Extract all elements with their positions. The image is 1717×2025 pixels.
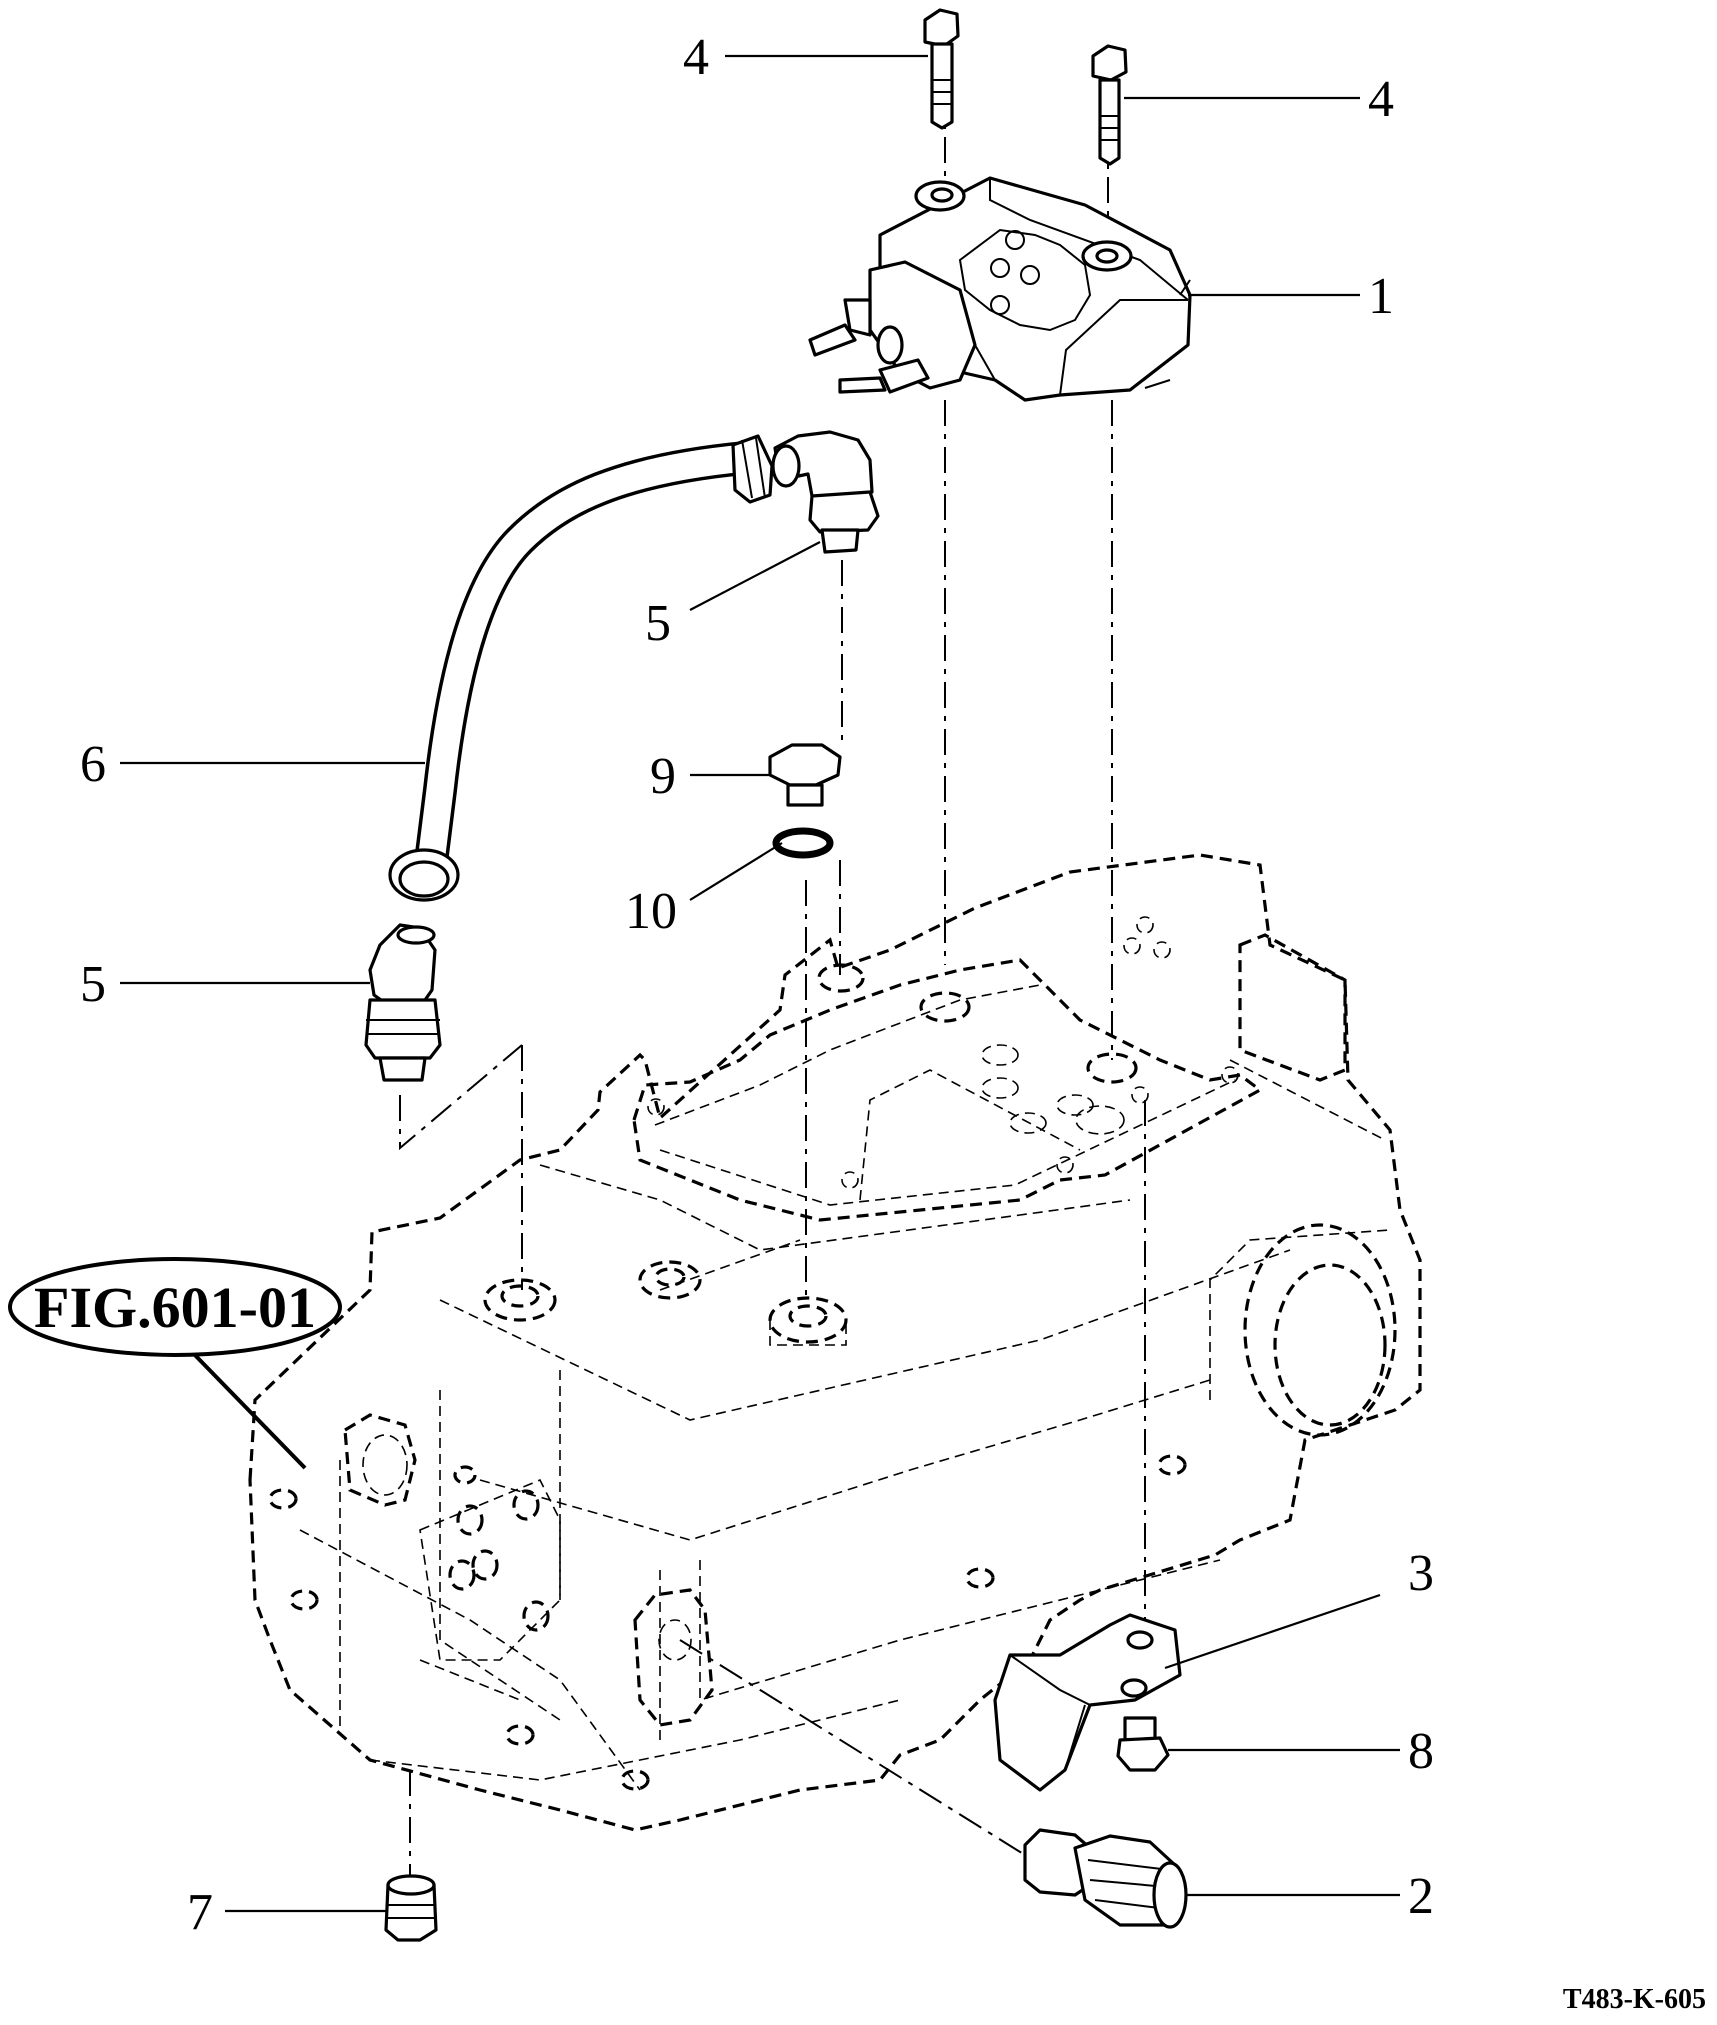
hydraulic-tube [388, 434, 774, 902]
sensor [1023, 1828, 1188, 1929]
callout-4-left: 4 [683, 29, 709, 86]
housing-phantom [248, 853, 1422, 1832]
callout-7: 7 [187, 1884, 213, 1941]
callout-5-lower: 5 [80, 956, 106, 1013]
callout-4-right: 4 [1368, 71, 1394, 128]
bolts [923, 8, 1128, 166]
callout-3: 3 [1408, 1545, 1434, 1602]
assembly-lines [399, 90, 1146, 1880]
elbow-fitting-upper [771, 430, 880, 554]
callout-9: 9 [650, 748, 676, 805]
callout-10: 10 [625, 883, 677, 940]
callout-8: 8 [1408, 1723, 1434, 1780]
drain-plug [384, 1874, 438, 1942]
control-valve [808, 176, 1192, 402]
elbow-fitting-lower [364, 923, 442, 1082]
figure-reference-label: FIG.601-01 [34, 1275, 316, 1340]
callout-6: 6 [80, 736, 106, 793]
drawing-number: T483-K-605 [1563, 1984, 1706, 2015]
callout-1: 1 [1368, 268, 1394, 325]
callout-5-upper: 5 [645, 595, 671, 652]
plug [768, 743, 842, 807]
leader-lines [120, 54, 1400, 1913]
screw [1116, 1716, 1170, 1772]
bracket [993, 1613, 1182, 1792]
callout-2: 2 [1408, 1868, 1434, 1925]
o-ring [772, 827, 834, 859]
figure-reference: FIG.601-01 [8, 1257, 342, 1357]
